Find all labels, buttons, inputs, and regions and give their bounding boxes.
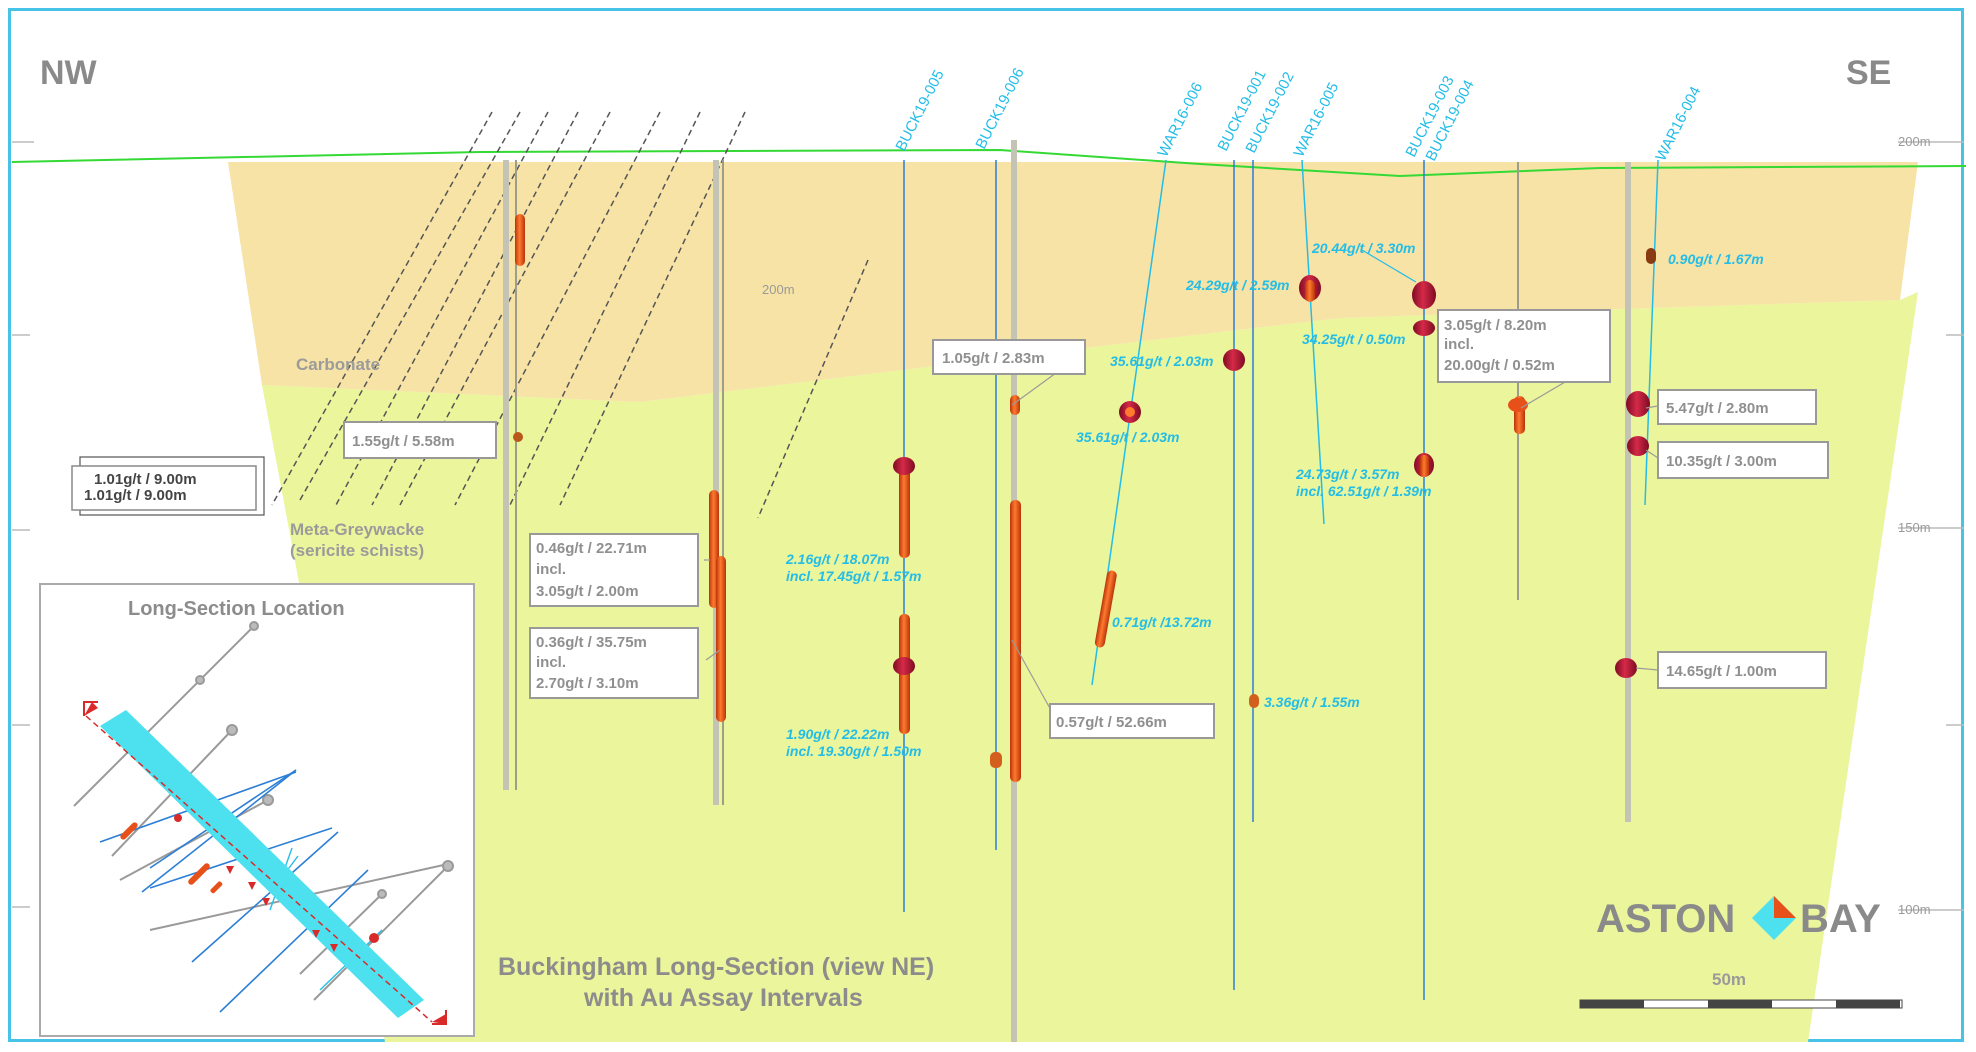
carbonate-label: Carbonate <box>296 355 380 374</box>
assay-label: incl. 62.51g/t / 1.39m <box>1296 483 1431 499</box>
assay-box: 0.57g/t / 52.66m <box>1056 714 1167 731</box>
assay-box: 1.01g/t / 9.00m <box>94 471 197 488</box>
assay-box: 1.05g/t / 2.83m <box>942 350 1045 367</box>
intercept <box>899 460 910 558</box>
intercept <box>893 457 915 475</box>
elevation-200m: 200m <box>1898 134 1931 149</box>
assay-label: 24.29g/t / 2.59m <box>1185 277 1290 293</box>
assay-intercepts <box>513 214 1656 782</box>
intercept <box>1094 570 1117 648</box>
inset-title: Long-Section Location <box>128 598 345 620</box>
elevation-150m: 150m <box>1898 520 1931 535</box>
intercept <box>1223 349 1245 371</box>
diagram-title-line1: Buckingham Long-Section (view NE) <box>498 953 934 981</box>
intercept <box>1413 320 1435 336</box>
assay-box: 0.46g/t / 22.71m <box>536 540 647 557</box>
logo-diamond-accent-icon <box>1774 896 1796 918</box>
topography-line <box>11 148 1967 178</box>
assay-box: incl. <box>1444 336 1474 353</box>
assay-boxes: 1.01g/t / 9.00m 1.01g/t / 9.00m 1.55g/t … <box>71 309 1829 739</box>
assay-label: 1.90g/t / 22.22m <box>786 726 890 742</box>
carbonate-unit <box>228 162 1918 402</box>
assay-label: 0.90g/t / 1.67m <box>1668 251 1764 267</box>
assay-box: 3.05g/t / 8.20m <box>1444 317 1547 334</box>
intercept <box>893 657 915 675</box>
assay-box: 3.05g/t / 2.00m <box>536 583 639 600</box>
intercept <box>1626 391 1650 417</box>
intercept <box>1010 395 1020 415</box>
logo-right-text: BAY <box>1800 897 1881 941</box>
intercept <box>1305 280 1315 302</box>
intercept <box>1010 500 1021 782</box>
logo-left-text: ASTON <box>1596 897 1735 941</box>
hole-label-war16-006: WAR16-006 <box>1154 80 1206 160</box>
assay-box: 10.35g/t / 3.00m <box>1666 453 1777 470</box>
assay-box: 1.01g/t / 9.00m <box>84 487 187 504</box>
assay-box: 1.55g/t / 5.58m <box>352 433 455 450</box>
assay-box: incl. <box>536 654 566 671</box>
elevation-100m: 100m <box>1898 902 1931 917</box>
assay-label: 35.61g/t / 2.03m <box>1076 429 1180 445</box>
intercept <box>1615 658 1637 678</box>
elevation-200m-mid: 200m <box>762 282 795 297</box>
aston-bay-logo: ASTON BAY <box>1596 896 1881 941</box>
assay-label: incl. 17.45g/t / 1.57m <box>786 568 921 584</box>
intercept <box>1412 281 1436 309</box>
scale-label: 50m <box>1712 970 1746 989</box>
assay-labels: 20.44g/t / 3.30m 24.29g/t / 2.59m 34.25g… <box>785 240 1764 759</box>
intercept <box>1249 694 1259 708</box>
assay-box: 5.47g/t / 2.80m <box>1666 400 1769 417</box>
assay-label: 34.25g/t / 0.50m <box>1302 331 1406 347</box>
intercept <box>1627 436 1649 456</box>
hole-label-war16-005: WAR16-005 <box>1290 80 1342 160</box>
intercept <box>716 556 726 722</box>
intercept <box>1646 248 1656 264</box>
assay-box: 2.70g/t / 3.10m <box>536 675 639 692</box>
intercept <box>1420 455 1429 477</box>
intercept <box>1125 407 1135 417</box>
intercept <box>513 432 523 442</box>
assay-box: 20.00g/t / 0.52m <box>1444 357 1555 374</box>
compass-nw: NW <box>40 54 98 92</box>
assay-label: 0.71g/t /13.72m <box>1112 614 1212 630</box>
assay-label: 3.36g/t / 1.55m <box>1264 694 1360 710</box>
hole-label-war16-004: WAR16-004 <box>1652 84 1704 164</box>
assay-label: 2.16g/t / 18.07m <box>785 551 890 567</box>
elevation-ticks <box>12 141 1964 911</box>
assay-box: incl. <box>536 561 566 578</box>
diagram-title-line2: with Au Assay Intervals <box>583 984 863 1012</box>
compass-se: SE <box>1846 54 1891 92</box>
assay-label: incl. 19.30g/t / 1.50m <box>786 743 921 759</box>
assay-label: 24.73g/t / 3.57m <box>1295 466 1400 482</box>
hole-label-buck19-005: BUCK19-005 <box>892 67 947 153</box>
scale-bar: 50m <box>1579 970 1903 1009</box>
assay-box: 14.65g/t / 1.00m <box>1666 663 1777 680</box>
location-inset: Long-Section Location <box>39 583 475 1037</box>
hole-label-buck19-006: BUCK19-006 <box>972 65 1027 151</box>
assay-label: 35.61g/t / 2.03m <box>1110 353 1214 369</box>
greywacke-sublabel: (sericite schists) <box>290 541 424 560</box>
intercept <box>1508 398 1528 412</box>
intercept <box>990 752 1002 768</box>
greywacke-unit <box>262 292 1918 1042</box>
greywacke-label: Meta-Greywacke <box>290 520 424 539</box>
assay-label: 20.44g/t / 3.30m <box>1311 240 1416 256</box>
assay-box: 0.36g/t / 35.75m <box>536 634 647 651</box>
intercept <box>515 214 525 266</box>
